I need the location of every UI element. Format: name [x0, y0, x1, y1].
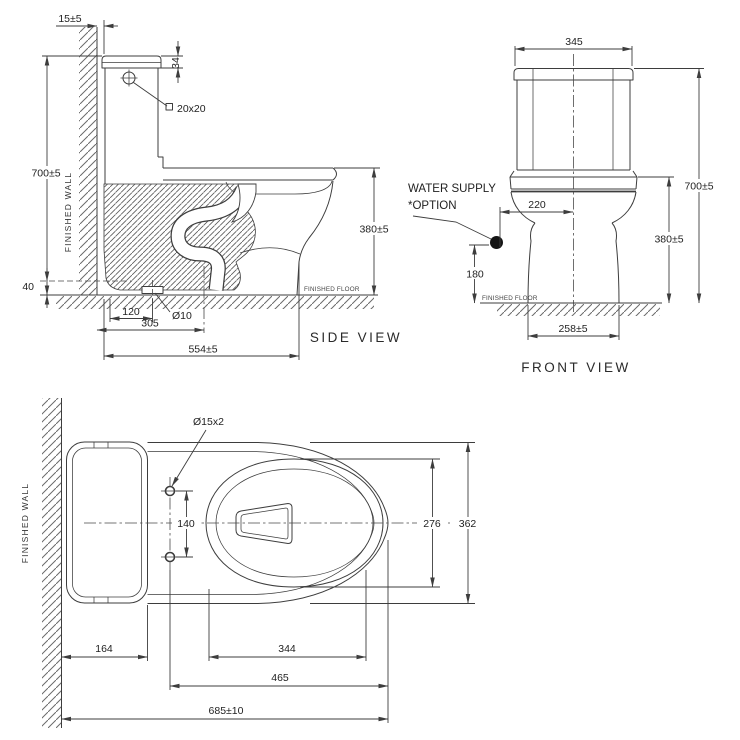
label-mask — [682, 179, 717, 192]
front-dim-rim-height: 380±5 — [638, 176, 687, 304]
water-supply-point — [490, 236, 503, 249]
dim-side-rim-height-label: 380±5 — [359, 224, 388, 236]
top-dim-tank-front-offset: 164 — [61, 643, 148, 660]
label-mask — [356, 222, 392, 235]
dim-bolt-to-front-label: 465 — [271, 672, 289, 684]
trap-channel — [171, 186, 249, 291]
dim-side-overall-height-label: 700±5 — [31, 168, 60, 180]
side-dim-wall-gap: 15±5 — [56, 13, 118, 54]
front-dim-base-width: 258±5 — [527, 305, 620, 340]
dim-tank-width-label: 345 — [565, 36, 583, 48]
side-trap-section — [40, 183, 257, 301]
dim-base-width-label: 258±5 — [558, 323, 587, 335]
water-supply-label: WATER SUPPLY — [408, 183, 496, 195]
label-mask — [417, 517, 448, 529]
top-tank — [66, 441, 148, 604]
flush-button[interactable] — [120, 69, 138, 87]
top-extension-lines — [147, 540, 389, 723]
top-dim-bowl-inner-width: 276 — [300, 458, 448, 588]
dim-bolt-holes-label: Ø15x2 — [193, 416, 224, 428]
side-tank — [101, 55, 164, 184]
dim-front-overall-height-label: 700±5 — [684, 181, 713, 193]
top-dim-bowl-inner-length: 344 — [208, 643, 367, 660]
top-dim-overall-width: 362 — [310, 442, 483, 604]
dim-top-overall-depth-label: 685±10 — [209, 705, 244, 717]
side-view: FINISHED WALL FINISHED FLOOR 20x20 — [22, 13, 402, 360]
dim-bolt-offset-label: 120 — [122, 306, 140, 318]
front-dim-overall-height: 700±5 — [634, 68, 717, 304]
dim-supply-offset-label: 220 — [528, 199, 546, 211]
dim-bowl-inner-width-label: 276 — [423, 518, 441, 530]
side-dim-overall-depth: 554±5 — [103, 262, 300, 360]
dim-bowl-inner-length-label: 344 — [278, 643, 296, 655]
dim-wall-gap-label: 15±5 — [58, 13, 81, 25]
front-view: FINISHED FLOOR 345 WATER SUPPLY *OPTION … — [408, 36, 717, 375]
side-dim-bolt-offset: 120 — [109, 299, 153, 322]
side-finished-wall-label: FINISHED WALL — [63, 172, 73, 252]
side-dim-outlet-height: 40 — [22, 268, 50, 308]
side-dim-lid-height: 34 — [161, 41, 183, 83]
bowl-interior-section — [230, 183, 257, 223]
side-dim-bolt-diameter: Ø10 — [154, 292, 192, 322]
front-dim-tank-width: 345 — [514, 36, 633, 66]
water-spot — [235, 503, 293, 544]
side-dim-rough-in: 305 — [96, 266, 205, 333]
top-finished-wall-label: FINISHED WALL — [20, 483, 30, 563]
front-view-label: FRONT VIEW — [521, 360, 631, 375]
dim-supply-height-label: 180 — [466, 269, 484, 281]
top-dim-bolt-spacing: 140 — [172, 490, 200, 558]
dim-bolt-spacing-label: 140 — [177, 518, 195, 530]
bolt-holes — [161, 477, 179, 570]
front-dim-supply-height: 180 — [463, 244, 489, 304]
dim-front-rim-height-label: 380±5 — [654, 234, 683, 246]
label-mask — [452, 517, 483, 529]
water-supply-note: *OPTION — [408, 200, 457, 212]
label-mask — [29, 166, 63, 179]
label-mask — [463, 267, 486, 279]
top-finished-wall: FINISHED WALL — [20, 398, 62, 728]
top-dim-bolt-holes: Ø15x2 — [171, 416, 224, 487]
dim-tank-front-offset-label: 164 — [95, 643, 113, 655]
side-dim-overall-height: 700±5 — [29, 55, 102, 296]
dim-button-size: 20x20 — [177, 103, 206, 115]
side-dim-rim-height: 380±5 — [334, 167, 392, 296]
top-view: FINISHED WALL — [20, 398, 483, 728]
front-dim-supply-offset: 220 — [499, 199, 574, 247]
dim-bolt-diameter-label: Ø10 — [172, 310, 192, 322]
dim-overall-width-label: 362 — [459, 518, 477, 530]
dim-lid-height-label: 34 — [170, 57, 182, 69]
side-view-label: SIDE VIEW — [310, 330, 402, 345]
front-body — [509, 54, 638, 313]
label-mask — [172, 517, 200, 529]
front-finished-floor-label: FINISHED FLOOR — [482, 295, 538, 302]
side-finished-floor — [40, 294, 378, 309]
button-callout: 20x20 — [133, 82, 206, 115]
dim-outlet-height-label: 40 — [22, 281, 34, 293]
square-symbol — [165, 103, 173, 111]
top-dim-bolt-to-front: 465 — [169, 672, 389, 689]
dim-side-overall-depth-label: 554±5 — [188, 344, 217, 356]
side-finished-wall — [79, 27, 98, 295]
top-dim-overall-depth: 685±10 — [61, 705, 389, 722]
dim-rough-in-label: 305 — [141, 318, 159, 330]
side-finished-floor-label: FINISHED FLOOR — [304, 286, 360, 293]
label-mask — [651, 232, 687, 245]
